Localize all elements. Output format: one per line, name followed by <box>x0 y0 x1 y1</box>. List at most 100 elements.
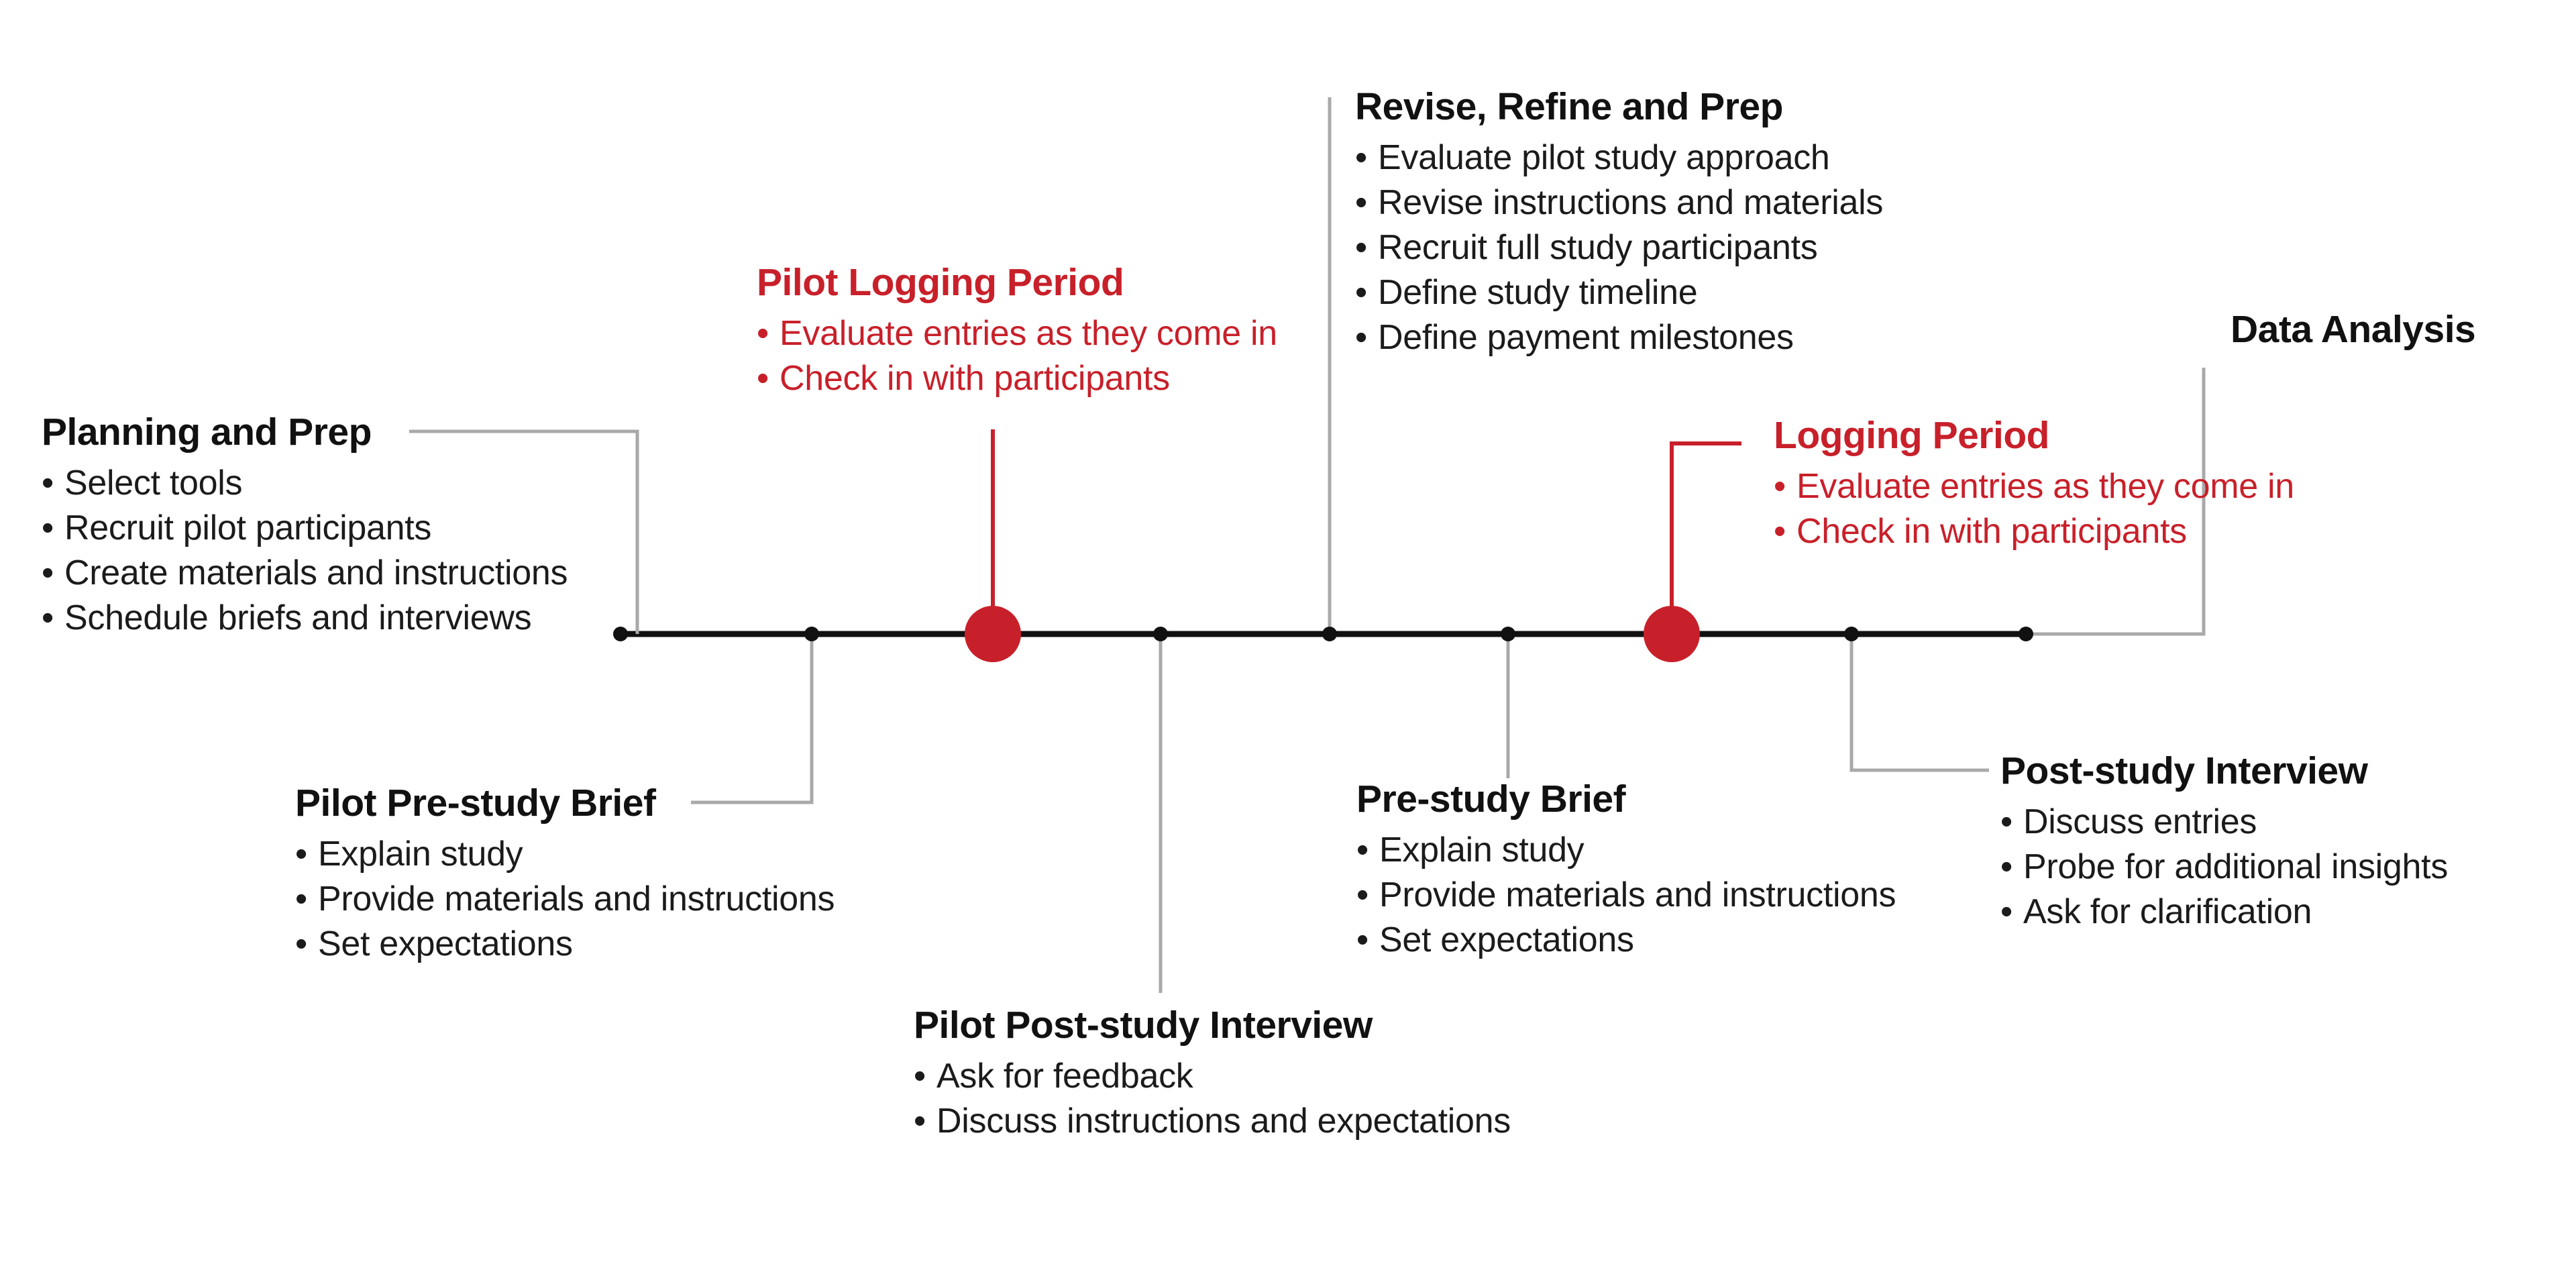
list-item: • Revise instructions and materials <box>1355 180 1883 225</box>
list-item-label: Check in with participants <box>780 358 1170 398</box>
list-item-label: Recruit pilot participants <box>64 508 432 547</box>
bullet-glyph: • <box>1356 875 1368 914</box>
bullet-glyph: • <box>42 463 54 502</box>
block-title: Pre-study Brief <box>1356 778 1626 821</box>
list-item: • Evaluate pilot study approach <box>1355 136 1883 180</box>
bullet-glyph: • <box>295 879 307 918</box>
bullet-glyph: • <box>1774 511 1786 551</box>
bullet-glyph: • <box>1355 273 1367 313</box>
bullet-glyph: • <box>2000 802 2012 841</box>
bullet-glyph: • <box>1356 920 1368 959</box>
list-item: • Create materials and instructions <box>42 551 568 596</box>
list-item: • Select tools <box>42 461 568 506</box>
block-title: Planning and Prep <box>42 411 372 454</box>
list-item: •Evaluate entries as they come in <box>1774 464 2294 509</box>
list-item-label: Discuss instructions and expectations <box>936 1101 1511 1141</box>
block-bullet-list: • Evaluate entries as they come in • Check… <box>757 311 1277 401</box>
block-data-analysis: Data Analysis <box>2231 308 2476 352</box>
list-item-label: Explain study <box>1379 830 1585 869</box>
list-item-label: Evaluate entries as they come in <box>1796 466 2294 506</box>
list-item-label: Probe for additional insights <box>2023 847 2449 886</box>
timeline-node-pilot-post-study-interview[interactable] <box>1153 627 1168 641</box>
list-item-label: Check in with participants <box>1796 511 2187 551</box>
list-item-label: Evaluate entries as they come in <box>780 313 1277 353</box>
connector-logging-period <box>1670 441 1741 634</box>
block-pilot-post-study-interview: Pilot Post-study Interview •Ask for feed… <box>914 1004 1511 1144</box>
list-item-label: Define study timeline <box>1378 273 1698 313</box>
list-item-label: Set expectations <box>1379 920 1634 959</box>
list-item: •Discuss instructions and expectations <box>914 1099 1511 1144</box>
list-item: • Set expectations <box>1356 918 1896 963</box>
timeline-node-pilot-pre-study-brief[interactable] <box>804 627 819 641</box>
timeline-node-post-study-interview[interactable] <box>1844 627 1859 641</box>
connector-post-study-interview <box>1849 634 1989 772</box>
list-item: •Recruit full study participants <box>1355 225 1883 270</box>
bullet-glyph: • <box>1356 830 1368 869</box>
timeline-node-logging-period[interactable] <box>1644 606 1700 662</box>
bullet-glyph: • <box>295 924 307 963</box>
bullet-glyph: • <box>1355 138 1367 177</box>
block-pre-study-brief: Pre-study Brief • Explain study • Provide … <box>1356 778 1896 963</box>
bullet-glyph: • <box>1355 318 1367 358</box>
block-pilot-logging-period: Pilot Logging Period • Evaluate entries a… <box>757 261 1277 401</box>
block-bullet-list: • Evaluate pilot study approach • Revise i… <box>1355 136 1883 360</box>
timeline-node-revise-refine-and-prep[interactable] <box>1322 627 1337 641</box>
block-title: Pilot Post-study Interview <box>914 1004 1373 1047</box>
list-item: • Evaluate entries as they come in <box>757 311 1277 356</box>
list-item: •Check in with participants <box>1774 509 2294 554</box>
list-item-label: Revise instructions and materials <box>1378 182 1884 222</box>
list-item-label: Evaluate pilot study approach <box>1378 138 1830 177</box>
block-bullet-list: • Explain study • Provide materials and in… <box>1356 828 1896 963</box>
list-item: •Discuss entries <box>2000 800 2448 845</box>
list-item-label: Select tools <box>64 463 243 502</box>
list-item: • Set expectations <box>295 922 835 967</box>
block-title: Data Analysis <box>2231 308 2476 351</box>
list-item-label: Provide materials and instructions <box>318 879 835 918</box>
block-title: Pilot Logging Period <box>757 261 1124 304</box>
block-post-study-interview: Post-study Interview •Discuss entries •P… <box>2000 749 2448 935</box>
timeline-node-pilot-logging-period[interactable] <box>965 606 1021 662</box>
list-item-label: Set expectations <box>318 924 573 963</box>
block-bullet-list: • Explain study • Provide materials and in… <box>295 832 835 967</box>
bullet-glyph: • <box>1355 182 1367 222</box>
list-item-label: Provide materials and instructions <box>1379 875 1896 914</box>
list-item: •Recruit pilot participants <box>42 506 568 551</box>
bullet-glyph: • <box>42 553 54 592</box>
list-item: • Define study timeline <box>1355 270 1883 315</box>
bullet-glyph: • <box>757 313 769 353</box>
list-item-label: Define payment milestones <box>1378 318 1794 358</box>
list-item-label: Schedule briefs and interviews <box>64 598 532 638</box>
block-pilot-pre-study-brief: Pilot Pre-study Brief • Explain study • Pr… <box>295 782 835 967</box>
block-revise-refine-and-prep: Revise, Refine and Prep • Evaluate pilot … <box>1355 85 1883 360</box>
list-item-label: Create materials and instructions <box>64 553 568 592</box>
block-title: Pilot Pre-study Brief <box>295 782 656 825</box>
block-title: Logging Period <box>1774 414 2049 457</box>
list-item-label: Explain study <box>318 834 523 874</box>
list-item: •Schedule briefs and interviews <box>42 596 568 641</box>
bullet-glyph: • <box>757 358 769 398</box>
bullet-glyph: • <box>1774 466 1786 506</box>
list-item: • Provide materials and instructions <box>295 877 835 922</box>
timeline-node-pre-study-brief[interactable] <box>1501 627 1515 641</box>
bullet-glyph: • <box>914 1101 926 1141</box>
bullet-glyph: • <box>2000 847 2012 886</box>
block-bullet-list: •Ask for feedback •Discuss instructions … <box>914 1054 1511 1144</box>
bullet-glyph: • <box>295 834 307 874</box>
list-item-label: Ask for clarification <box>2023 892 2312 931</box>
timeline-node-planning-and-prep[interactable] <box>613 627 628 641</box>
block-bullet-list: •Discuss entries • Probe for additional i… <box>2000 800 2448 935</box>
list-item: • Probe for additional insights <box>2000 845 2448 890</box>
block-planning-and-prep: Planning and Prep •Select tools •Recruit… <box>42 411 568 641</box>
list-item: • Explain study <box>295 832 835 877</box>
list-item: • Ask for clarification <box>2000 890 2448 935</box>
bullet-glyph: • <box>2000 892 2012 931</box>
list-item: • Define payment milestones <box>1355 315 1883 360</box>
block-bullet-list: •Evaluate entries as they come in •Check… <box>1774 464 2294 554</box>
list-item: • Explain study <box>1356 828 1896 873</box>
block-title: Revise, Refine and Prep <box>1355 85 1783 128</box>
bullet-glyph: • <box>1355 227 1367 267</box>
list-item: • Provide materials and instructions <box>1356 873 1896 918</box>
bullet-glyph: • <box>42 598 54 638</box>
block-logging-period: Logging Period •Evaluate entries as they… <box>1774 414 2294 554</box>
timeline-node-data-analysis[interactable] <box>2019 627 2033 641</box>
